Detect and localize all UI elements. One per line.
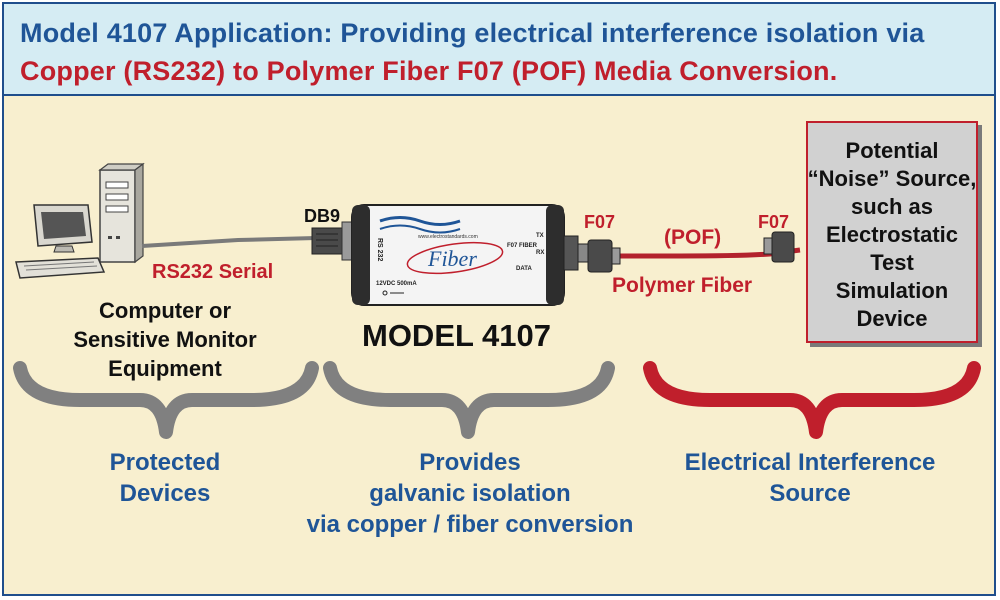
title-line-2: Copper (RS232) to Polymer Fiber F07 (POF… <box>20 56 838 86</box>
device-rs232-label: RS 232 <box>376 238 383 261</box>
brace-protected-devices <box>13 361 319 439</box>
device-tx-label: TX <box>536 233 544 239</box>
brace-interference-source <box>643 361 981 439</box>
model-4107-label: MODEL 4107 <box>362 318 551 353</box>
db9-connector <box>311 221 353 261</box>
header-banner: Model 4107 Application: Providing electr… <box>2 2 996 96</box>
computer-label-line-3: Equipment <box>108 356 222 381</box>
keyboard-icon <box>15 257 106 279</box>
polymer-fiber-label: Polymer Fiber <box>612 274 753 297</box>
f07-connector-right <box>763 231 795 263</box>
interference-line-1: Electrical Interference <box>684 449 936 476</box>
noise-source-box <box>806 121 978 343</box>
device-power-label: 12VDC 500mA <box>376 281 417 287</box>
db9-label: DB9 <box>304 206 341 226</box>
rs232-copper-cable <box>141 236 317 248</box>
interference-line-2: Source <box>769 480 851 507</box>
device-data-label: DATA <box>516 266 532 272</box>
protected-devices-line-1: Protected <box>109 449 221 476</box>
provides-line-3: via copper / fiber conversion <box>306 511 634 538</box>
computer-label-line-2: Sensitive Monitor <box>73 327 257 352</box>
provides-line-1: Provides <box>419 449 521 476</box>
model-4107-device: Fiber www.electrostandards.com RS 232 F0… <box>351 204 565 306</box>
f07-connector-left <box>587 239 621 273</box>
computer-label-line-1: Computer or <box>99 298 231 323</box>
device-f07-fiber-label: F07 FIBER <box>507 243 538 249</box>
rs232-serial-label: RS232 Serial <box>152 261 274 283</box>
f07-left-label: F07 <box>584 212 616 232</box>
computer-tower-icon <box>98 162 145 264</box>
noise-source-text: Potential “Noise” Source, such as Electr… <box>807 138 977 331</box>
pof-label: (POF) <box>664 226 722 249</box>
protected-devices-line-2: Devices <box>119 480 211 507</box>
device-website: www.electrostandards.com <box>418 234 478 240</box>
brace-galvanic-isolation <box>323 361 615 439</box>
provides-line-2: galvanic isolation <box>369 480 571 507</box>
fiber-port-connectors <box>563 235 589 271</box>
title-line-1: Model 4107 Application: Providing electr… <box>20 18 925 48</box>
f07-right-label: F07 <box>758 212 790 232</box>
computer-monitor-icon <box>33 204 93 253</box>
device-rx-label: RX <box>536 250 544 256</box>
device-logo: Fiber <box>427 246 477 271</box>
